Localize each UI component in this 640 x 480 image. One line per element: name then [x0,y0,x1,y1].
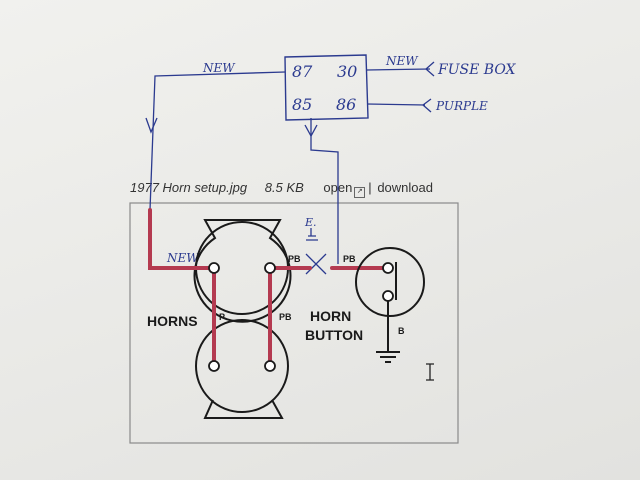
wire-label-pb-right: PB [343,254,356,264]
caption-filename: 1977 Horn setup.jpg [130,180,248,195]
relay-pin-85: 85 [292,95,312,114]
relay-box [284,54,369,121]
handwritten-new-left: NEW [202,61,236,75]
red-wires [148,208,388,362]
terminals [208,262,394,372]
handwritten-e: E. [304,216,317,229]
caption-filesize: 8.5 KB [264,180,304,195]
text-cursor-icon [426,363,434,381]
relay-pin-87: 87 [292,62,313,81]
handwritten-fuse-box: FUSE BOX [437,62,517,78]
relay-pin-86: 86 [336,95,356,114]
cross-out-mark [305,253,327,275]
caption-separator: | [368,180,372,195]
handwritten-purple: PURPLE [435,99,488,113]
image-caption: 1977 Horn setup.jpg 8.5 KB open↗| downlo… [130,180,433,198]
wire-label-pb-left: PB [288,254,301,264]
red-wire-new-feed [148,208,214,270]
relay-pin-30: 30 [337,62,357,81]
diagram-frame [129,202,459,444]
download-link[interactable]: download [377,180,433,195]
wire-85-to-button [310,118,339,264]
handwritten-new-right: NEW [385,54,419,68]
arrow-purple [421,98,432,113]
horn-button-label-line2: BUTTON [305,327,363,343]
arrow-down-left [145,117,158,134]
horn-lower [195,319,289,419]
horns-label: HORNS [147,313,198,329]
horn-button [355,247,425,363]
handwritten-new-horn: NEW [166,251,200,265]
ground-e-symbol [306,228,318,241]
wire-86-to-purple [366,103,426,106]
wire-label-b: B [398,326,405,336]
wire-label-p: P [219,312,225,322]
arrow-85-down [304,124,318,138]
wire-label-pb-vertical: PB [279,312,292,322]
arrow-fusebox [425,61,435,77]
handwritten-wires [145,61,435,275]
horn-button-label-line1: HORN [310,308,351,324]
wire-87-to-horns [149,71,286,211]
ground-symbol [376,351,400,363]
wire-30-to-fusebox [366,68,431,71]
external-link-icon[interactable]: ↗ [354,187,366,198]
